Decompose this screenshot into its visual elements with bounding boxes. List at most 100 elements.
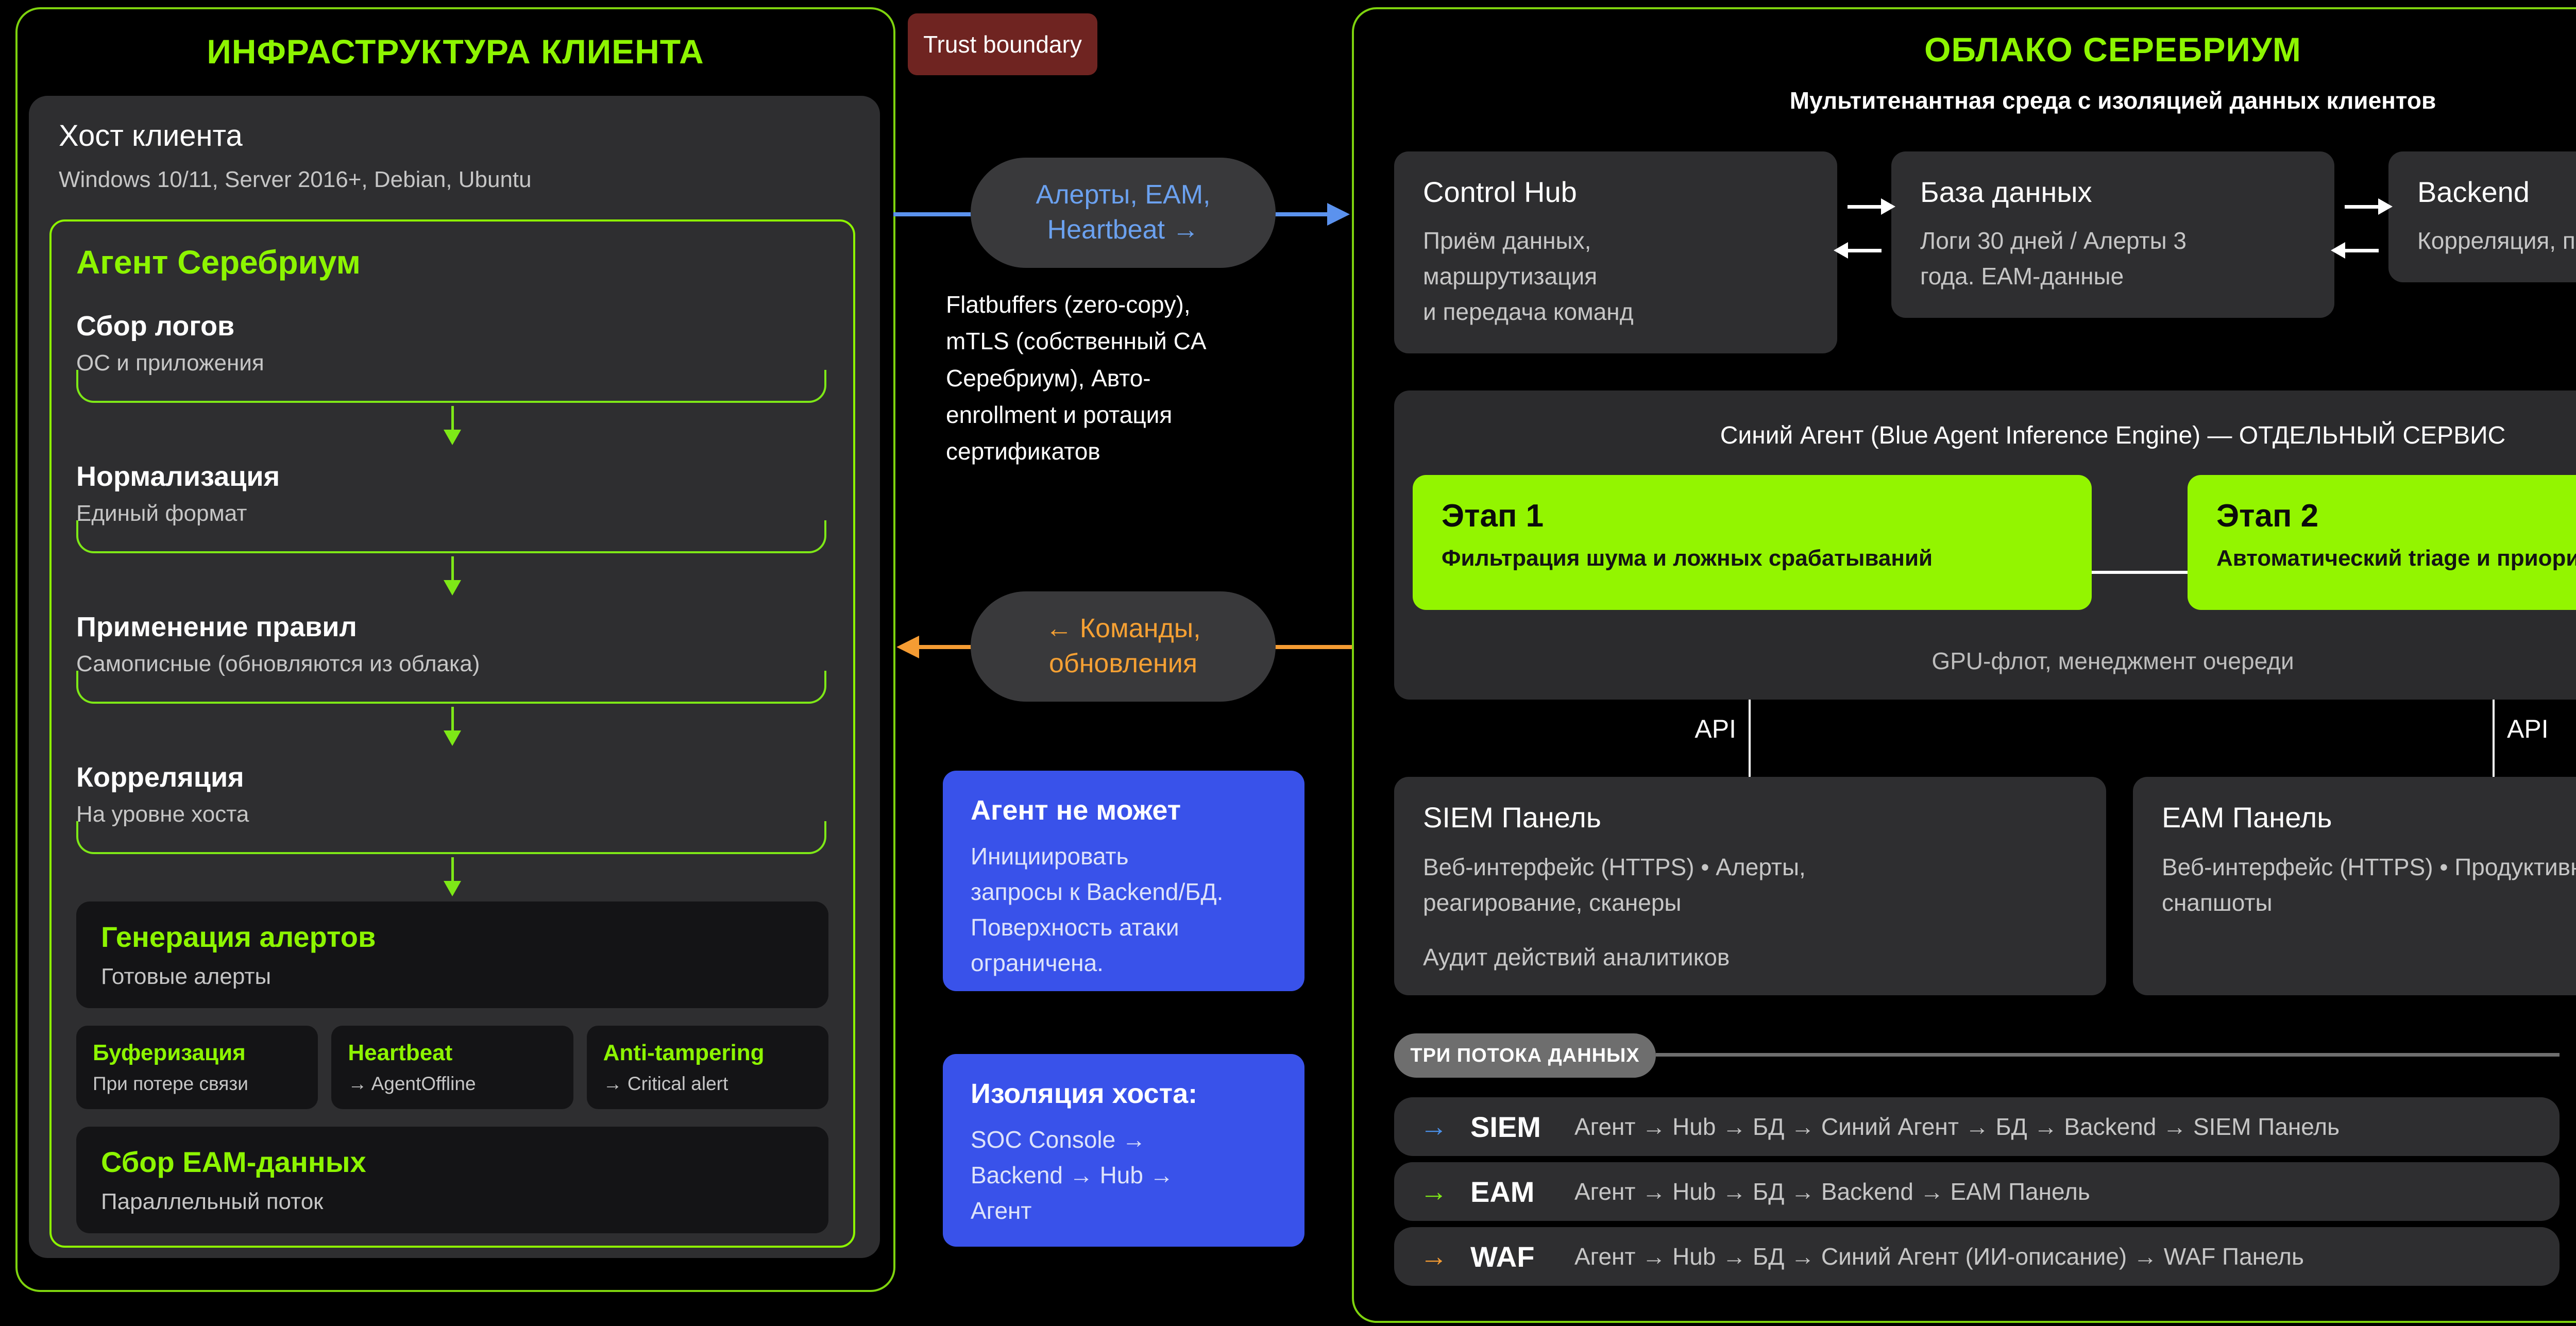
commands-flow-pill: ← Команды, обновления	[971, 591, 1276, 702]
flow-path: Агент → Hub → БД → Синий Агент (ИИ-описа…	[1574, 1243, 2304, 1270]
down-arrow-icon	[451, 556, 454, 580]
alert-generation-subtitle: Готовые алерты	[101, 964, 272, 989]
protocol-note: Flatbuffers (zero-copy), mTLS (собственн…	[946, 291, 1207, 465]
step-title: Корреляция	[76, 762, 244, 793]
flows-divider-line	[1656, 1053, 2560, 1057]
badge-subtitle: При потере связи	[93, 1073, 248, 1094]
flow-name: WAF	[1470, 1240, 1535, 1273]
anti-tampering-badge: Anti-tampering → Critical alert	[586, 1026, 828, 1109]
step-subtitle: Единый формат	[76, 501, 247, 526]
agent-feature-badges: Буферизация При потере связи Heartbeat →…	[76, 1026, 828, 1109]
heartbeat-badge: Heartbeat → AgentOffline	[331, 1026, 573, 1109]
agent-step-correlation: Корреляция На уровне хоста	[76, 751, 828, 854]
buffering-badge: Буферизация При потере связи	[76, 1026, 318, 1109]
stage-1-title: Этап 1	[1442, 498, 1544, 534]
control-hub-box: Control Hub Приём данных, маршрутизация …	[1394, 151, 1837, 353]
agent-step-rules: Применение правил Самописные (обновляютс…	[76, 601, 828, 704]
trust-boundary-badge: Trust boundary	[908, 13, 1097, 75]
eam-collection-title: Сбор EAM-данных	[101, 1146, 366, 1178]
api-label: API	[1694, 715, 1736, 743]
step-title: Сбор логов	[76, 311, 235, 342]
blue-agent-service-box: Синий Агент (Blue Agent Inference Engine…	[1394, 390, 2576, 700]
agent-title: Агент Серебриум	[76, 244, 361, 281]
left-arrow-icon	[2330, 242, 2379, 259]
down-arrow-icon	[451, 857, 454, 881]
cloud-panel: ОБЛАКО СЕРЕБРИУМ Мультитенантная среда с…	[1352, 7, 2576, 1323]
control-hub-title: Control Hub	[1423, 176, 1577, 208]
host-os-list: Windows 10/11, Server 2016+, Debian, Ubu…	[59, 167, 532, 192]
siem-panel-box: SIEM Панель Веб-интерфейс (HTTPS) • Алер…	[1394, 777, 2106, 995]
client-infrastructure-panel: ИНФРАСТРУКТУРА КЛИЕНТА Хост клиента Wind…	[15, 7, 895, 1292]
agent-cannot-title: Агент не может	[971, 795, 1181, 826]
step-subtitle: ОС и приложения	[76, 350, 264, 376]
siem-panel-audit-note: Аудит действий аналитиков	[1423, 944, 1730, 971]
hub-db-arrows	[1833, 198, 1895, 259]
cloud-title: ОБЛАКО СЕРЕБРИУМ	[1924, 30, 2301, 69]
host-title: Хост клиента	[59, 119, 243, 152]
badge-title: Anti-tampering	[603, 1040, 765, 1065]
agent-cannot-box: Агент не может Инициировать запросы к Ba…	[943, 771, 1304, 991]
siem-panel-title: SIEM Панель	[1423, 801, 1601, 834]
backend-title: Backend	[2417, 176, 2530, 208]
alert-generation-title: Генерация алертов	[101, 921, 376, 953]
alerts-arrow-head-icon	[1327, 203, 1350, 226]
host-isolation-title: Изоляция хоста:	[971, 1078, 1198, 1109]
database-title: База данных	[1920, 176, 2092, 208]
blue-agent-title: Синий Агент (Blue Agent Inference Engine…	[1720, 422, 2506, 449]
step-subtitle: На уровне хоста	[76, 802, 249, 827]
gpu-fleet-note: GPU-флот, менеджмент очереди	[1931, 648, 2294, 674]
data-flows-list: → SIEM Агент → Hub → БД → Синий Агент → …	[1394, 1097, 2560, 1286]
agent-step-normalization: Нормализация Единый формат	[76, 450, 828, 553]
cloud-subtitle: Мультитенантная среда с изоляцией данных…	[1789, 87, 2436, 114]
step-title: Нормализация	[76, 461, 280, 492]
api-label: API	[2507, 715, 2549, 743]
agent-box: Агент Серебриум Сбор логов ОС и приложен…	[49, 219, 855, 1248]
control-hub-body: Приём данных, маршрутизация и передача к…	[1423, 227, 1634, 325]
three-flows-badge: ТРИ ПОТОКА ДАННЫХ	[1394, 1033, 1656, 1078]
commands-arrow-head-icon	[896, 636, 919, 658]
badge-title: Буферизация	[93, 1040, 246, 1065]
eam-panel-body: Веб-интерфейс (HTTPS) • Продуктивность, …	[2162, 854, 2576, 916]
flow-name: EAM	[1470, 1175, 1535, 1208]
eam-flow-row: → EAM Агент → Hub → БД → Backend → EAM П…	[1394, 1162, 2560, 1221]
siem-panel-body: Веб-интерфейс (HTTPS) • Алерты, реагиров…	[1423, 854, 1806, 916]
database-body: Логи 30 дней / Алерты 3 года. EAM-данные	[1920, 227, 2187, 290]
down-arrow-icon	[451, 406, 454, 430]
stage-2-box: Этап 2 Автоматический triage и приоритиз…	[2188, 475, 2576, 610]
eam-flow-arrow-icon: →	[1420, 1176, 1448, 1207]
eam-panel-title: EAM Панель	[2162, 801, 2332, 834]
badge-title: Heartbeat	[348, 1040, 453, 1065]
right-arrow-icon	[2344, 198, 2393, 215]
eam-panel-box: EAM Панель Веб-интерфейс (HTTPS) • Проду…	[2133, 777, 2576, 995]
backend-box: Backend Корреляция, правила, API	[2388, 151, 2576, 282]
stage-connector-line	[2092, 571, 2188, 574]
alerts-flow-pill: Алерты, EAM, Heartbeat →	[971, 158, 1276, 268]
stage-1-box: Этап 1 Фильтрация шума и ложных срабатыв…	[1413, 475, 2092, 610]
host-isolation-box: Изоляция хоста: SOC Console → Backend → …	[943, 1054, 1304, 1247]
siem-flow-row: → SIEM Агент → Hub → БД → Синий Агент → …	[1394, 1097, 2560, 1156]
waf-flow-arrow-icon: →	[1420, 1241, 1448, 1272]
db-backend-arrows	[2330, 198, 2393, 259]
cloud-top-row: Control Hub Приём данных, маршрутизация …	[1394, 151, 2576, 353]
client-host-box: Хост клиента Windows 10/11, Server 2016+…	[29, 96, 880, 1258]
api-connector-line	[2493, 700, 2495, 777]
siem-flow-arrow-icon: →	[1420, 1111, 1448, 1142]
database-box: База данных Логи 30 дней / Алерты 3 года…	[1891, 151, 2334, 318]
badge-subtitle: → AgentOffline	[348, 1073, 476, 1094]
eam-collection-box: Сбор EAM-данных Параллельный поток	[76, 1127, 828, 1233]
host-isolation-body: SOC Console → Backend → Hub → Агент	[971, 1126, 1174, 1224]
eam-collection-subtitle: Параллельный поток	[101, 1189, 324, 1214]
stage-1-subtitle: Фильтрация шума и ложных срабатываний	[1442, 546, 1933, 571]
down-arrow-icon	[451, 707, 454, 730]
step-title: Применение правил	[76, 611, 357, 642]
stage-2-title: Этап 2	[2216, 498, 2319, 534]
agent-cannot-body: Инициировать запросы к Backend/БД. Повер…	[971, 843, 1224, 976]
flow-path: Агент → Hub → БД → Синий Агент → БД → Ba…	[1574, 1113, 2340, 1140]
backend-body: Корреляция, правила, API	[2417, 227, 2576, 254]
stage-2-subtitle: Автоматический triage и приоритизация	[2216, 546, 2576, 571]
client-infrastructure-title: ИНФРАСТРУКТУРА КЛИЕНТА	[207, 32, 704, 71]
agent-step-log-collection: Сбор логов ОС и приложения	[76, 300, 828, 403]
waf-flow-row: → WAF Агент → Hub → БД → Синий Агент (ИИ…	[1394, 1227, 2560, 1286]
api-connector-line	[1749, 700, 1751, 777]
